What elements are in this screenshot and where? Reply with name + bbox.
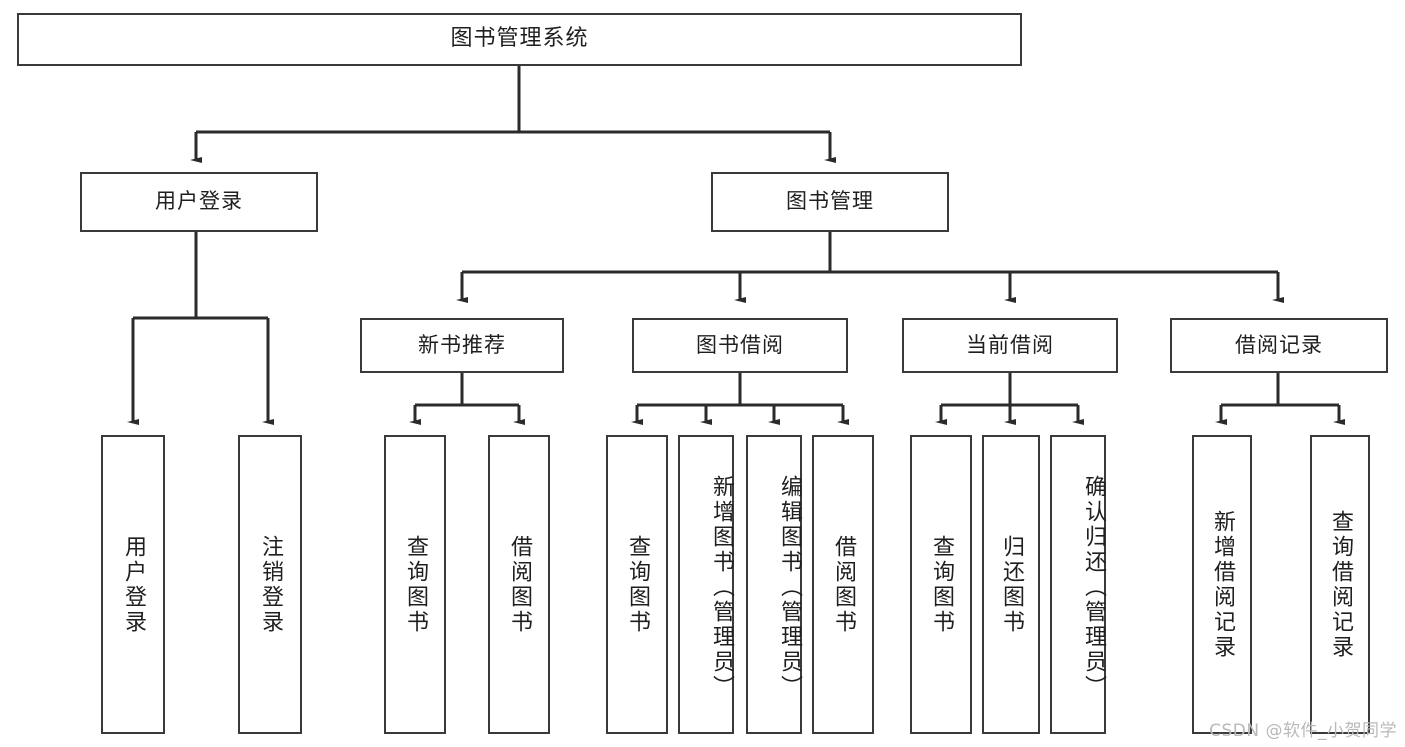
node-book-borrow-label: 图书借阅 [696, 332, 784, 357]
leaf-logout-login[interactable]: 注销登录 [238, 435, 302, 734]
node-borrow-record[interactable]: 借阅记录 [1170, 318, 1388, 373]
leaf-query-record-label: 查询借阅记录 [1328, 509, 1353, 660]
leaf-add-record-label: 新增借阅记录 [1210, 509, 1235, 660]
leaf-query-book-2[interactable]: 查询图书 [606, 435, 668, 734]
leaf-edit-book[interactable]: 编辑图书（管理员） [746, 435, 802, 734]
leaf-logout-login-label: 注销登录 [258, 534, 283, 635]
leaf-borrow-book-2-label: 借阅图书 [831, 534, 856, 635]
node-new-book-recommend[interactable]: 新书推荐 [360, 318, 564, 373]
watermark: CSDN @软件_小贺同学 [1209, 721, 1397, 741]
node-borrow-record-label: 借阅记录 [1235, 332, 1323, 357]
node-book-management[interactable]: 图书管理 [711, 172, 949, 232]
leaf-edit-book-label: 编辑图书（管理员） [777, 475, 802, 700]
leaf-query-book-2-label: 查询图书 [625, 534, 650, 635]
node-root-system-label: 图书管理系统 [450, 26, 589, 52]
leaf-user-login-label: 用户登录 [121, 534, 146, 635]
leaf-confirm-return-label: 确认归还（管理员） [1081, 475, 1106, 700]
leaf-user-login[interactable]: 用户登录 [101, 435, 165, 734]
node-current-borrow-label: 当前借阅 [966, 332, 1054, 357]
leaf-query-book-3[interactable]: 查询图书 [910, 435, 972, 734]
node-root-system[interactable]: 图书管理系统 [17, 13, 1022, 66]
leaf-confirm-return[interactable]: 确认归还（管理员） [1050, 435, 1106, 734]
node-user-login-label: 用户登录 [155, 189, 243, 214]
leaf-borrow-book-1-label: 借阅图书 [507, 534, 532, 635]
leaf-add-record[interactable]: 新增借阅记录 [1192, 435, 1252, 734]
node-current-borrow[interactable]: 当前借阅 [902, 318, 1118, 373]
node-book-borrow[interactable]: 图书借阅 [632, 318, 848, 373]
node-book-management-label: 图书管理 [786, 189, 874, 214]
node-user-login[interactable]: 用户登录 [80, 172, 318, 232]
leaf-add-book[interactable]: 新增图书（管理员） [678, 435, 734, 734]
leaf-return-book[interactable]: 归还图书 [982, 435, 1040, 734]
leaf-query-record[interactable]: 查询借阅记录 [1310, 435, 1370, 734]
leaf-query-book-3-label: 查询图书 [929, 534, 954, 635]
node-new-book-recommend-label: 新书推荐 [418, 332, 506, 357]
leaf-query-book-1[interactable]: 查询图书 [384, 435, 446, 734]
leaf-borrow-book-2[interactable]: 借阅图书 [812, 435, 874, 734]
leaf-return-book-label: 归还图书 [999, 534, 1024, 635]
leaf-query-book-1-label: 查询图书 [403, 534, 428, 635]
leaf-add-book-label: 新增图书（管理员） [709, 475, 734, 700]
leaf-borrow-book-1[interactable]: 借阅图书 [488, 435, 550, 734]
